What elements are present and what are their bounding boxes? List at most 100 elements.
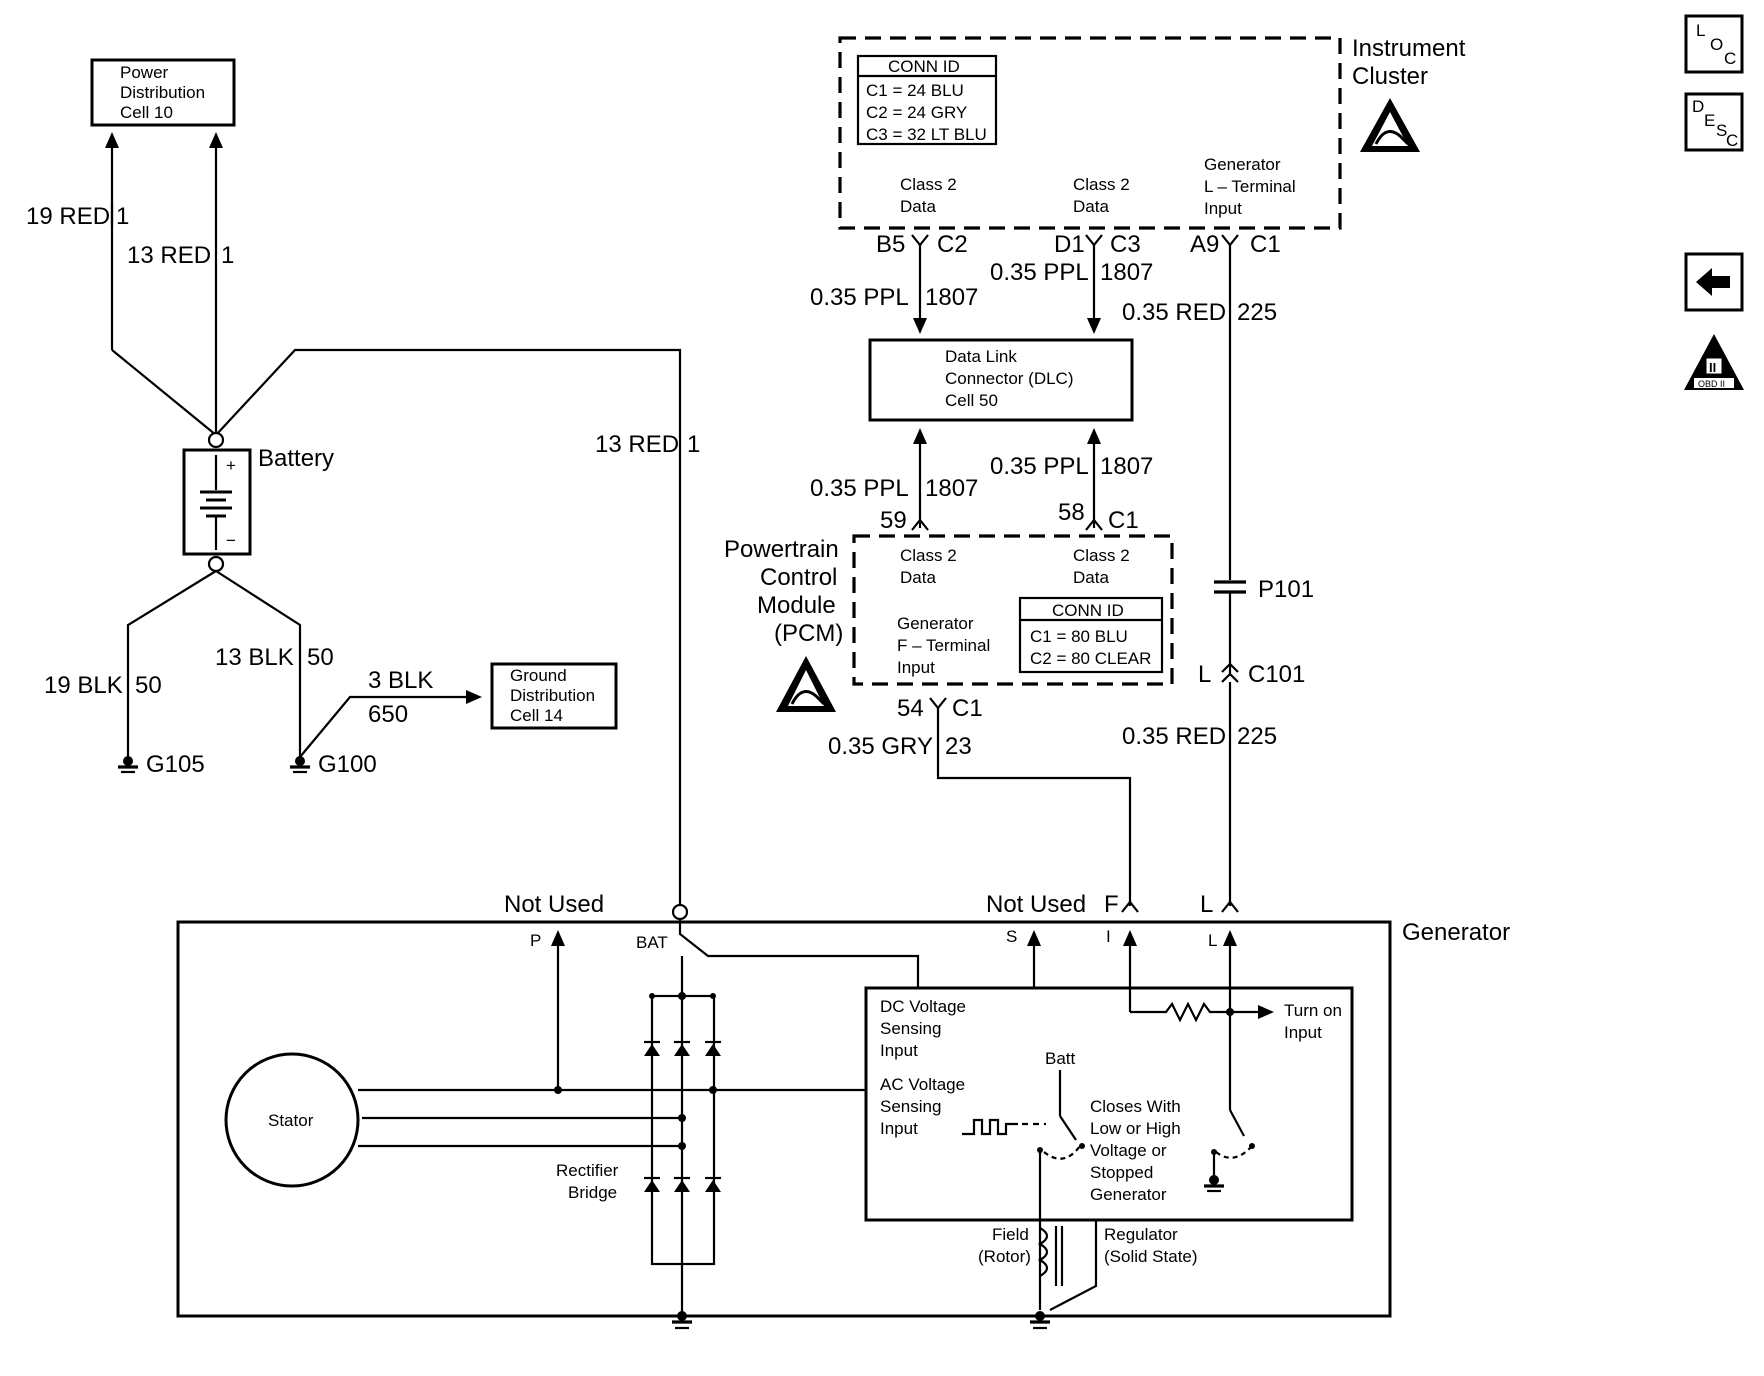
power-distribution-box: Power Distribution Cell 10: [90, 58, 236, 127]
svg-text:Class 2: Class 2: [1073, 546, 1130, 565]
svg-text:(Solid State): (Solid State): [1104, 1247, 1198, 1266]
svg-text:Input: Input: [880, 1119, 918, 1138]
svg-text:Power: Power: [120, 63, 169, 82]
back-arrow-icon: [1696, 268, 1730, 296]
generator: Generator Not Used Not Used F L P BAT S …: [176, 891, 1510, 1330]
svg-text:P101: P101: [1258, 576, 1314, 603]
svg-text:1807: 1807: [925, 475, 978, 502]
svg-text:L: L: [1198, 661, 1211, 688]
svg-text:I: I: [1106, 927, 1111, 946]
svg-text:Sensing: Sensing: [880, 1019, 941, 1038]
svg-text:Data: Data: [900, 568, 936, 587]
wire-ppl-59: 0.35 PPL 1807: [810, 475, 978, 502]
svg-text:225: 225: [1237, 723, 1277, 750]
svg-text:0.35 PPL: 0.35 PPL: [990, 259, 1089, 286]
connector-p101: P101: [1214, 576, 1314, 603]
svg-text:C101: C101: [1248, 661, 1305, 688]
svg-text:C: C: [1724, 49, 1736, 68]
svg-text:Regulator: Regulator: [1104, 1225, 1178, 1244]
svg-text:Bridge: Bridge: [568, 1183, 617, 1202]
svg-text:Batt: Batt: [1045, 1049, 1076, 1068]
svg-text:B5: B5: [876, 231, 905, 258]
svg-text:1807: 1807: [1100, 453, 1153, 480]
svg-text:G100: G100: [318, 751, 377, 778]
instrument-cluster: Instrument Cluster CONN ID C1 = 24 BLU C…: [838, 35, 1466, 230]
svg-text:CONN ID: CONN ID: [888, 57, 960, 76]
svg-text:D: D: [1692, 97, 1704, 116]
svg-text:0.35 PPL: 0.35 PPL: [810, 475, 909, 502]
svg-text:C2: C2: [937, 231, 968, 258]
svg-text:CONN ID: CONN ID: [1052, 601, 1124, 620]
svg-text:50: 50: [307, 644, 334, 671]
svg-text:650: 650: [368, 701, 408, 728]
svg-text:Voltage or: Voltage or: [1090, 1141, 1167, 1160]
back-button[interactable]: [1684, 252, 1744, 312]
svg-text:Class 2: Class 2: [900, 546, 957, 565]
svg-text:Cell 50: Cell 50: [945, 391, 998, 410]
svg-text:Generator: Generator: [1204, 155, 1281, 174]
svg-text:C1: C1: [1250, 231, 1281, 258]
pcm-pins-top: 59 58 C1: [880, 499, 1139, 534]
esd-warning-icon: [1360, 98, 1420, 152]
obd-ii-button[interactable]: II OBD II: [1684, 334, 1744, 390]
svg-text:1: 1: [116, 203, 129, 230]
svg-text:225: 225: [1237, 299, 1277, 326]
svg-text:Data: Data: [1073, 568, 1109, 587]
svg-text:C3 = 32 LT BLU: C3 = 32 LT BLU: [866, 125, 987, 144]
wire-19-red: 19 RED 1: [26, 132, 129, 350]
svg-text:Field: Field: [992, 1225, 1029, 1244]
svg-text:OBD II: OBD II: [1698, 379, 1725, 389]
svg-text:1807: 1807: [925, 284, 978, 311]
svg-text:C1 = 80 BLU: C1 = 80 BLU: [1030, 627, 1128, 646]
svg-text:Stopped: Stopped: [1090, 1163, 1153, 1182]
svg-text:Generator: Generator: [1090, 1185, 1167, 1204]
svg-text:BAT: BAT: [636, 933, 668, 952]
svg-text:Turn on: Turn on: [1284, 1001, 1342, 1020]
svg-text:Input: Input: [880, 1041, 918, 1060]
svg-text:1807: 1807: [1100, 259, 1153, 286]
connector-c101: L C101: [1198, 661, 1305, 688]
svg-text:E: E: [1704, 111, 1715, 130]
wire-19-blk: 19 BLK 50: [44, 672, 162, 699]
svg-text:Input: Input: [1284, 1023, 1322, 1042]
svg-text:Module: Module: [757, 592, 836, 619]
svg-text:50: 50: [135, 672, 162, 699]
svg-text:13 RED: 13 RED: [595, 431, 679, 458]
wire-13-red-bat: 13 RED 1: [595, 431, 700, 458]
loc-button[interactable]: L O C: [1684, 14, 1744, 74]
svg-text:Not Used: Not Used: [504, 891, 604, 918]
ground-distribution-box: Ground Distribution Cell 14: [490, 662, 618, 730]
svg-text:23: 23: [945, 733, 972, 760]
svg-text:0.35 GRY: 0.35 GRY: [828, 733, 933, 760]
svg-text:Cell 10: Cell 10: [120, 103, 173, 122]
wire-3-blk: 3 BLK 650: [368, 667, 433, 728]
svg-text:Closes With: Closes With: [1090, 1097, 1181, 1116]
pcm-pins-bottom: 54 C1: [897, 695, 983, 722]
svg-text:L: L: [1208, 931, 1217, 950]
svg-text:O: O: [1710, 35, 1723, 54]
svg-text:C2 = 24 GRY: C2 = 24 GRY: [866, 103, 967, 122]
svg-text:Data: Data: [900, 197, 936, 216]
ground-g100: G100: [290, 751, 377, 778]
svg-text:3 BLK: 3 BLK: [368, 667, 433, 694]
svg-text:(Rotor): (Rotor): [978, 1247, 1031, 1266]
svg-text:Sensing: Sensing: [880, 1097, 941, 1116]
esd-warning-icon: [776, 656, 836, 712]
desc-button[interactable]: D E S C: [1684, 92, 1744, 152]
wire-gry-23: 0.35 GRY 23: [828, 733, 972, 760]
powertrain-control-module: Powertrain Control Module (PCM) Class 2 …: [724, 534, 1174, 686]
svg-text:C1: C1: [1108, 507, 1139, 534]
svg-text:C: C: [1726, 131, 1738, 150]
svg-text:Powertrain: Powertrain: [724, 536, 839, 563]
svg-text:19 BLK: 19 BLK: [44, 672, 123, 699]
svg-text:Generator: Generator: [1402, 919, 1510, 946]
svg-text:S: S: [1006, 927, 1017, 946]
svg-text:13 BLK: 13 BLK: [215, 644, 294, 671]
svg-text:Battery: Battery: [258, 445, 334, 472]
svg-text:Instrument: Instrument: [1352, 35, 1466, 62]
svg-text:G105: G105: [146, 751, 205, 778]
svg-text:−: −: [226, 531, 236, 550]
svg-text:Data Link: Data Link: [945, 347, 1017, 366]
data-link-connector: Data Link Connector (DLC) Cell 50: [868, 338, 1134, 422]
